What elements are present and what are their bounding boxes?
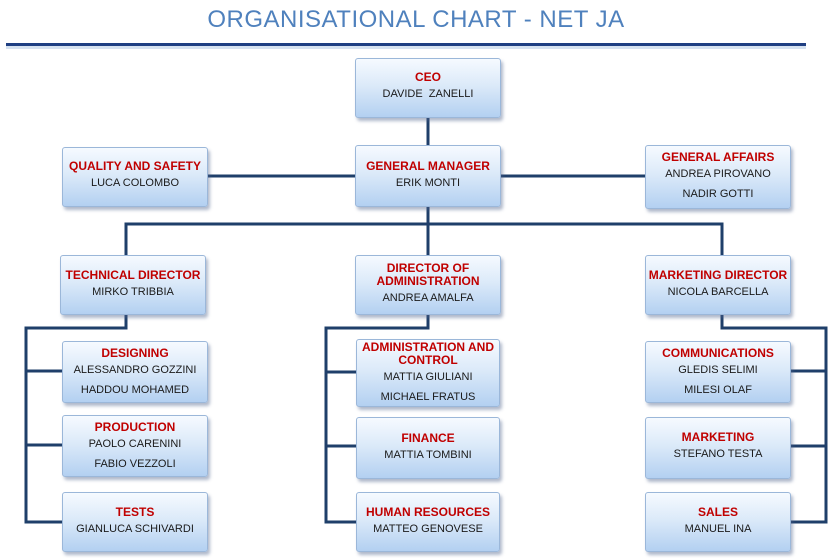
node-name: MATTIA GIULIANI xyxy=(383,371,473,383)
node-general-affairs: GENERAL AFFAIRS ANDREA PIROVANO NADIR GO… xyxy=(645,145,791,209)
title-underline-shadow xyxy=(6,46,806,49)
node-finance: FINANCE MATTIA TOMBINI xyxy=(356,417,500,479)
node-name: FABIO VEZZOLI xyxy=(94,458,176,470)
node-title: CEO xyxy=(414,70,441,84)
node-communications: COMMUNICATIONS GLEDIS SELIMI MILESI OLAF xyxy=(645,341,791,403)
node-title: DIRECTOR OF ADMINISTRATION xyxy=(376,261,480,288)
node-name: MILESI OLAF xyxy=(684,384,752,396)
node-name: GLEDIS SELIMI xyxy=(678,364,758,376)
node-title: QUALITY AND SAFETY xyxy=(68,159,201,173)
node-director-administration: DIRECTOR OF ADMINISTRATION ANDREA AMALFA xyxy=(355,255,501,315)
node-name: MIRKO TRIBBIA xyxy=(92,286,174,298)
node-title: GENERAL AFFAIRS xyxy=(661,150,775,164)
node-designing: DESIGNING ALESSANDRO GOZZINI HADDOU MOHA… xyxy=(62,341,208,403)
node-name: MICHAEL FRATUS xyxy=(380,391,476,403)
node-name: STEFANO TESTA xyxy=(673,448,763,460)
node-title: MARKETING DIRECTOR xyxy=(648,268,788,282)
node-title: ADMINISTRATION AND CONTROL xyxy=(362,340,494,367)
node-title: MARKETING xyxy=(681,430,755,444)
node-title: DESIGNING xyxy=(101,346,169,360)
node-name: DAVIDE ZANELLI xyxy=(382,88,474,100)
node-name: HADDOU MOHAMED xyxy=(80,384,190,396)
node-name: MATTEO GENOVESE xyxy=(373,523,483,535)
node-human-resources: HUMAN RESOURCES MATTEO GENOVESE xyxy=(356,492,500,552)
node-marketing: MARKETING STEFANO TESTA xyxy=(645,417,791,479)
node-admin-control: ADMINISTRATION AND CONTROL MATTIA GIULIA… xyxy=(356,339,500,407)
node-sales: SALES MANUEL INA xyxy=(645,492,791,552)
node-name: NADIR GOTTI xyxy=(682,188,754,200)
node-title: TESTS xyxy=(115,505,155,519)
node-name: ALESSANDRO GOZZINI xyxy=(73,364,197,376)
node-name: MATTIA TOMBINI xyxy=(384,449,472,461)
node-quality-safety: QUALITY AND SAFETY LUCA COLOMBO xyxy=(62,147,208,207)
node-general-manager: GENERAL MANAGER ERIK MONTI xyxy=(355,145,501,207)
node-name: PAOLO CARENINI xyxy=(88,438,182,450)
node-name: MANUEL INA xyxy=(684,523,752,535)
node-title: PRODUCTION xyxy=(94,420,176,434)
node-title: COMMUNICATIONS xyxy=(662,346,774,360)
node-name: ANDREA AMALFA xyxy=(382,292,474,304)
node-production: PRODUCTION PAOLO CARENINI FABIO VEZZOLI xyxy=(62,415,208,477)
node-title: TECHNICAL DIRECTOR xyxy=(65,268,201,282)
chart-title: ORGANISATIONAL CHART - NET JA xyxy=(207,6,625,33)
node-name: ERIK MONTI xyxy=(395,177,461,189)
node-name: NICOLA BARCELLA xyxy=(667,286,769,298)
node-tests: TESTS GIANLUCA SCHIVARDI xyxy=(62,492,208,552)
node-technical-director: TECHNICAL DIRECTOR MIRKO TRIBBIA xyxy=(60,255,206,315)
node-ceo: CEO DAVIDE ZANELLI xyxy=(355,58,501,118)
title-underline xyxy=(6,43,806,46)
node-name: GIANLUCA SCHIVARDI xyxy=(76,523,194,535)
node-name: ANDREA PIROVANO xyxy=(665,168,771,180)
node-title: FINANCE xyxy=(401,431,455,445)
node-title: GENERAL MANAGER xyxy=(366,159,490,173)
node-title: HUMAN RESOURCES xyxy=(365,505,490,519)
node-name: LUCA COLOMBO xyxy=(90,177,180,189)
node-marketing-director: MARKETING DIRECTOR NICOLA BARCELLA xyxy=(645,255,791,315)
node-title: SALES xyxy=(697,505,738,519)
